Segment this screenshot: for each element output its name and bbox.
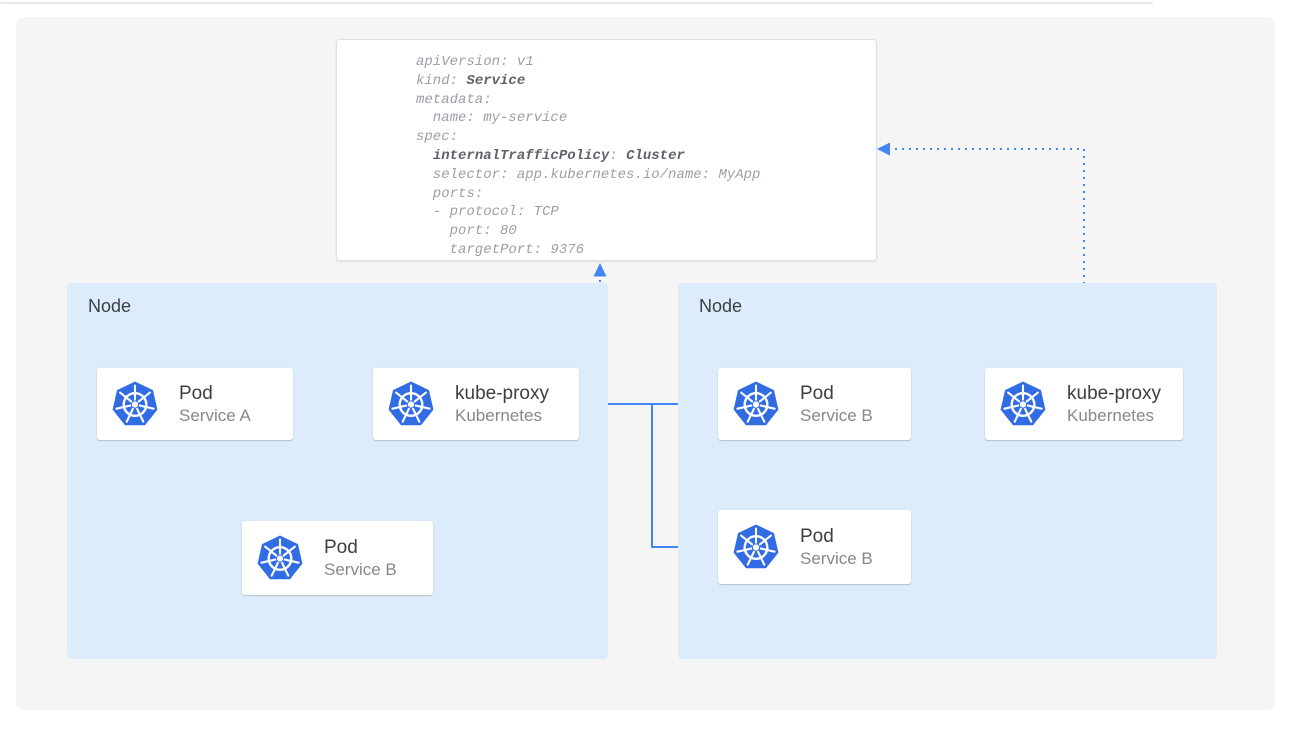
card-pod-service-b-right-bottom: Pod Service B (718, 510, 911, 584)
card-kube-proxy-right: kube-proxy Kubernetes (985, 368, 1183, 440)
kubernetes-logo-icon (111, 380, 159, 428)
card-subtitle: Service B (800, 405, 873, 426)
card-subtitle: Kubernetes (1067, 405, 1161, 426)
card-subtitle: Service B (800, 548, 873, 569)
kubernetes-logo-icon (732, 380, 780, 428)
page-top-border (0, 2, 1153, 4)
node-left: Node (67, 283, 608, 659)
node-right-label: Node (699, 296, 742, 317)
card-title: kube-proxy (1067, 382, 1161, 405)
yaml-code: apiVersion: v1kind: Servicemetadata: nam… (416, 53, 760, 260)
card-pod-service-b-right-top: Pod Service B (718, 368, 911, 440)
kubernetes-logo-icon (999, 380, 1047, 428)
card-subtitle: Service B (324, 559, 397, 580)
card-title: kube-proxy (455, 382, 549, 405)
card-title: Pod (179, 382, 251, 405)
kubernetes-logo-icon (732, 523, 780, 571)
node-right: Node (678, 283, 1217, 659)
card-subtitle: Service A (179, 405, 251, 426)
kubernetes-logo-icon (256, 534, 304, 582)
card-kube-proxy-left: kube-proxy Kubernetes (373, 368, 579, 440)
card-title: Pod (324, 536, 397, 559)
card-pod-service-a: Pod Service A (97, 368, 293, 440)
card-title: Pod (800, 382, 873, 405)
kubernetes-logo-icon (387, 380, 435, 428)
node-left-label: Node (88, 296, 131, 317)
card-title: Pod (800, 525, 873, 548)
card-subtitle: Kubernetes (455, 405, 549, 426)
card-pod-service-b-left: Pod Service B (242, 521, 433, 595)
service-manifest-box: apiVersion: v1kind: Servicemetadata: nam… (336, 39, 877, 261)
